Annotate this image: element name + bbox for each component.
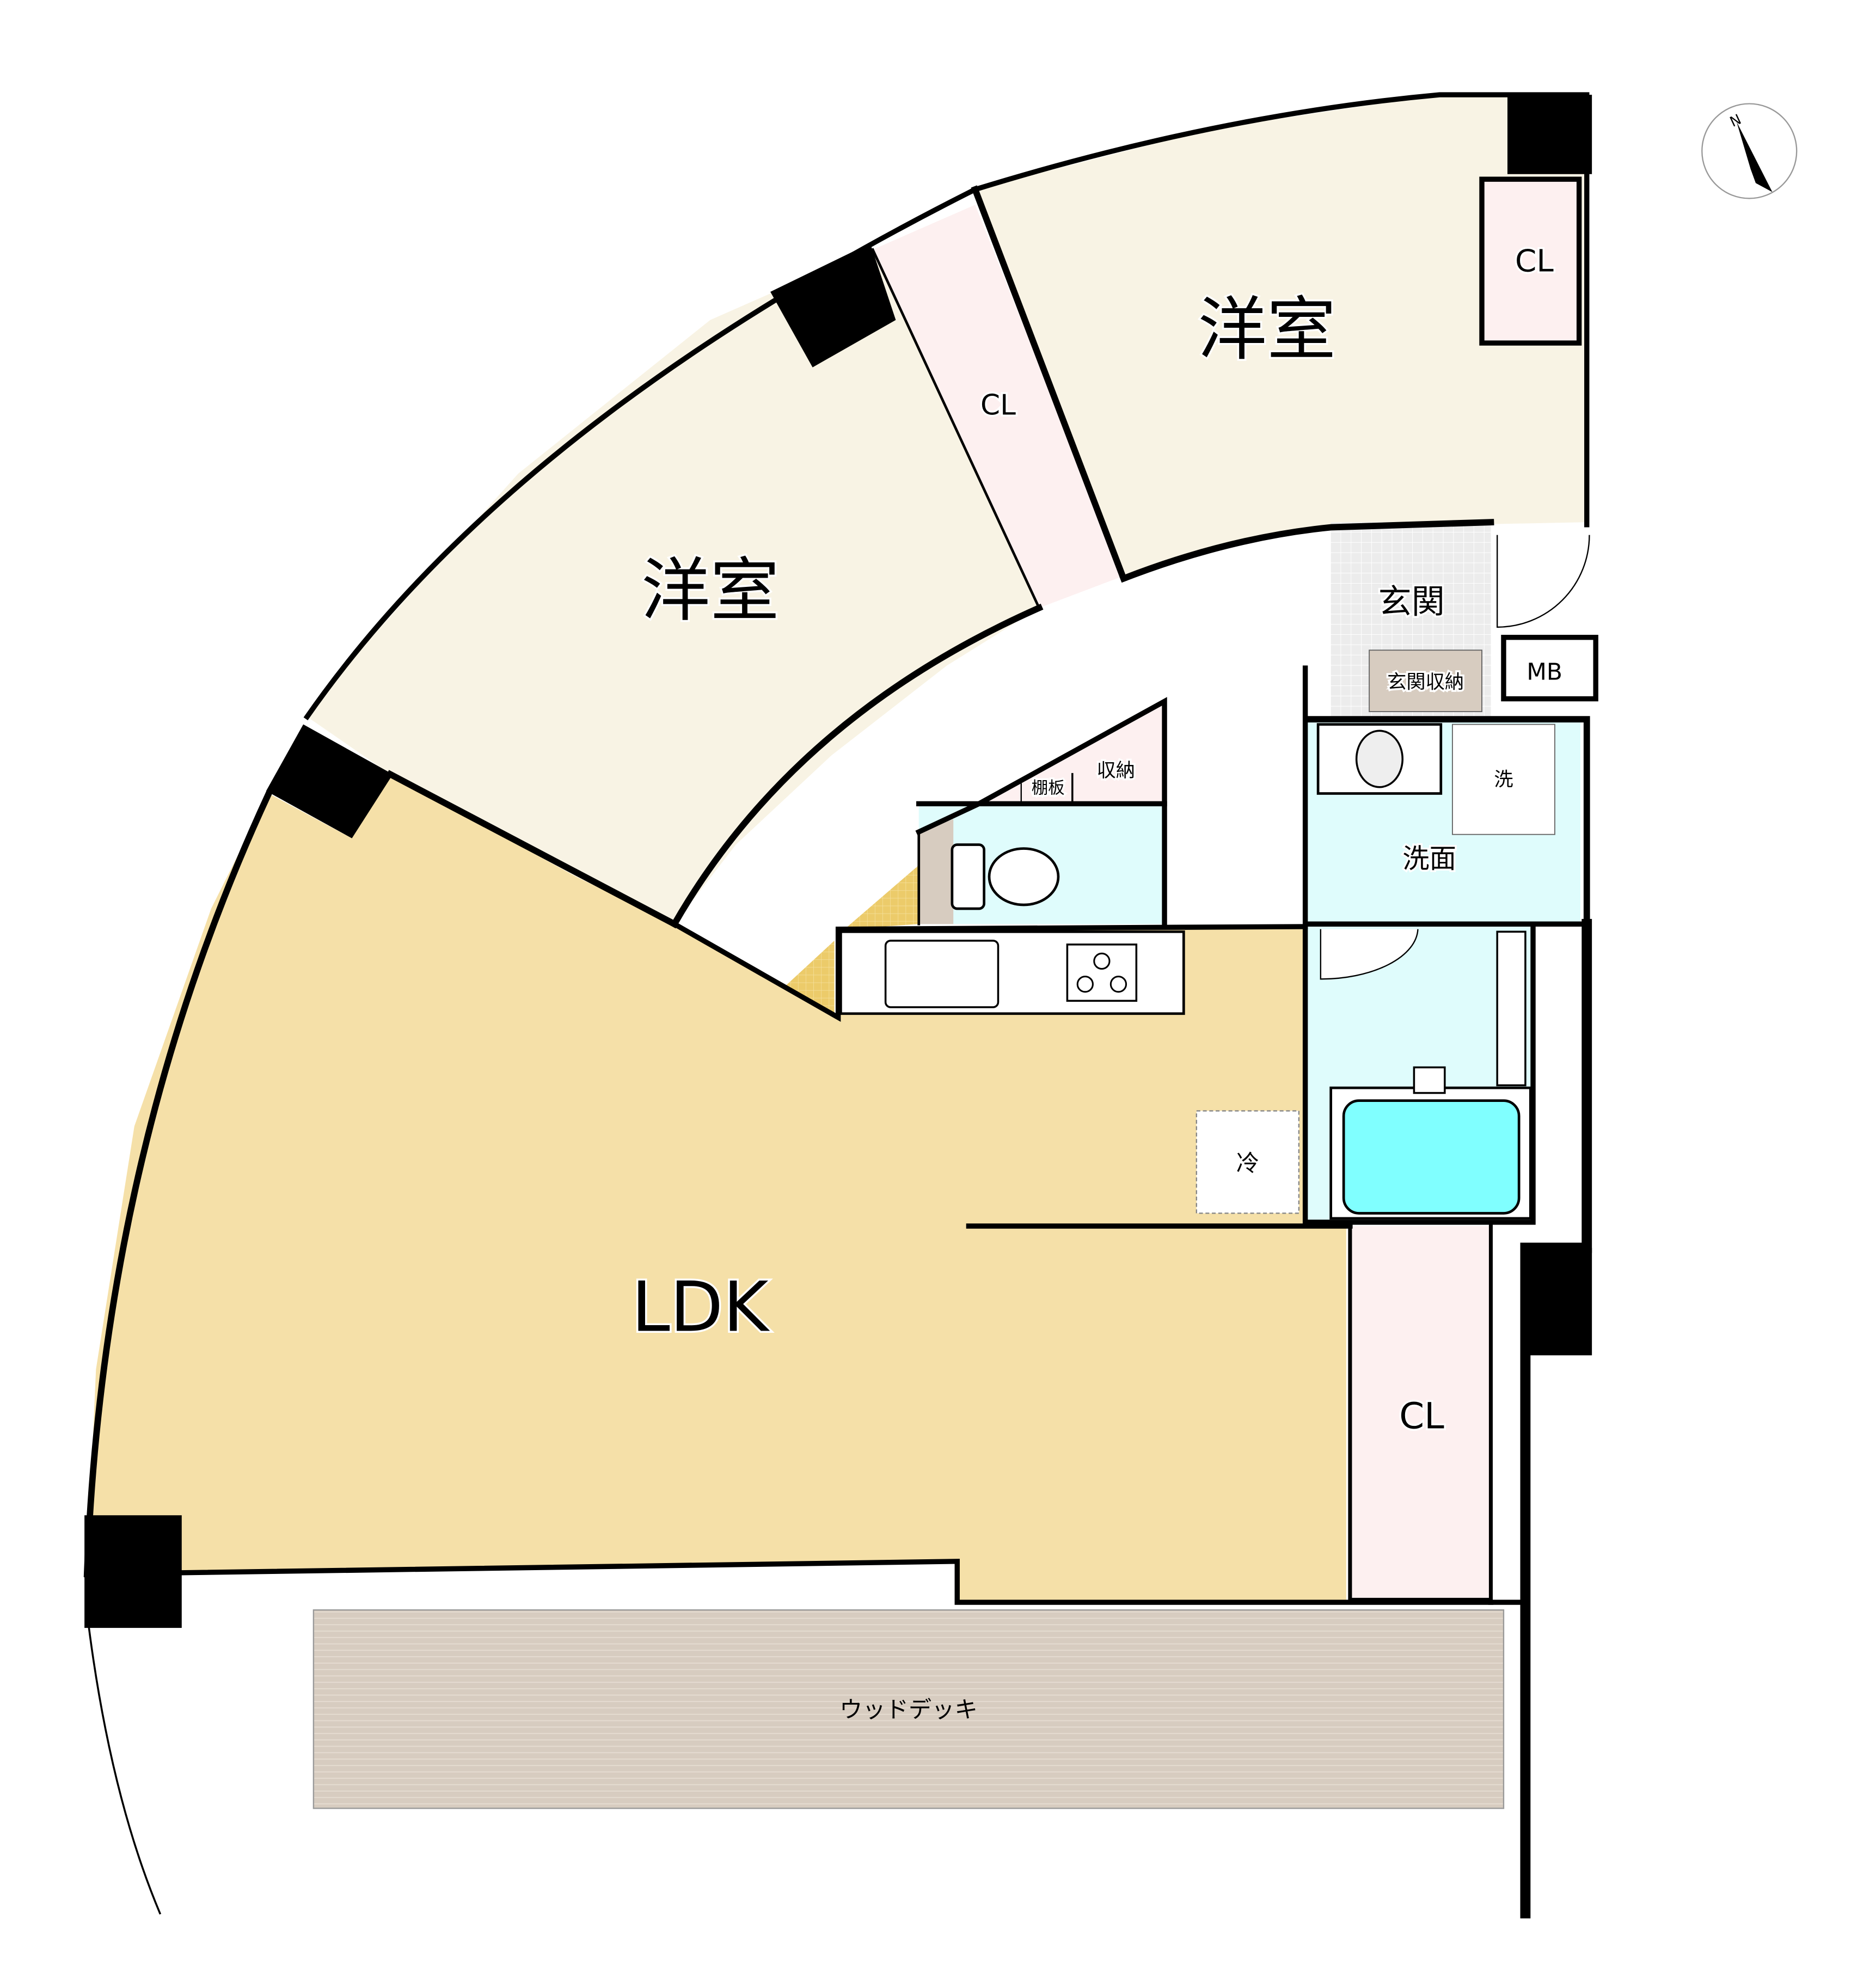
bath-shelf xyxy=(1496,930,1526,1087)
kitchen-sink xyxy=(884,940,1000,1008)
entrance-door[interactable] xyxy=(1497,535,1590,628)
closet-middle-floor xyxy=(873,205,1124,608)
burner-icon xyxy=(1076,976,1094,993)
deck-label: ウッドデッキ xyxy=(839,1696,978,1723)
bedroom-east-label: 洋室 xyxy=(1198,289,1336,370)
bath-door[interactable] xyxy=(1320,929,1419,980)
closet-east-floor xyxy=(1482,179,1579,344)
toilet-bowl xyxy=(988,847,1060,906)
closet-east-label: CL xyxy=(1515,243,1554,279)
bedroom-east-floor xyxy=(975,95,1587,579)
compass: N xyxy=(1701,103,1798,199)
fridge-label: 冷 xyxy=(1236,1150,1259,1177)
yellow-tile-2 xyxy=(783,940,835,1018)
washer-space xyxy=(1452,724,1555,835)
entrance-storage-label: 玄関収納 xyxy=(1387,671,1464,694)
pipe-space xyxy=(918,819,954,924)
bedroom-west-label: 洋室 xyxy=(641,550,780,630)
deck-floor xyxy=(312,1609,1505,1809)
burner-icon xyxy=(1109,976,1127,993)
washroom-label: 洗面 xyxy=(1402,843,1456,874)
closet-south-label: CL xyxy=(1399,1395,1444,1437)
yellow-tile xyxy=(844,865,919,929)
basin xyxy=(1355,730,1404,788)
entrance-storage-box xyxy=(1369,650,1482,712)
burner-icon xyxy=(1093,952,1111,970)
washer-label: 洗 xyxy=(1494,768,1513,791)
meter-box-label: MB xyxy=(1526,658,1562,685)
storage-label: 収納 xyxy=(1096,759,1135,782)
entrance-label: 玄関 xyxy=(1378,583,1445,621)
pillars xyxy=(84,95,1592,1628)
shelf-label: 棚板 xyxy=(1032,779,1065,798)
fridge-space xyxy=(1196,1110,1300,1214)
bathtub-basin xyxy=(1342,1099,1521,1215)
ldk-label: LDK xyxy=(632,1267,770,1347)
toilet-tank xyxy=(951,843,985,910)
closet-middle-label: CL xyxy=(980,389,1016,422)
closet-south-floor xyxy=(1350,1226,1491,1600)
bedroom-west-floor xyxy=(307,249,1039,924)
faucet xyxy=(1413,1066,1446,1094)
